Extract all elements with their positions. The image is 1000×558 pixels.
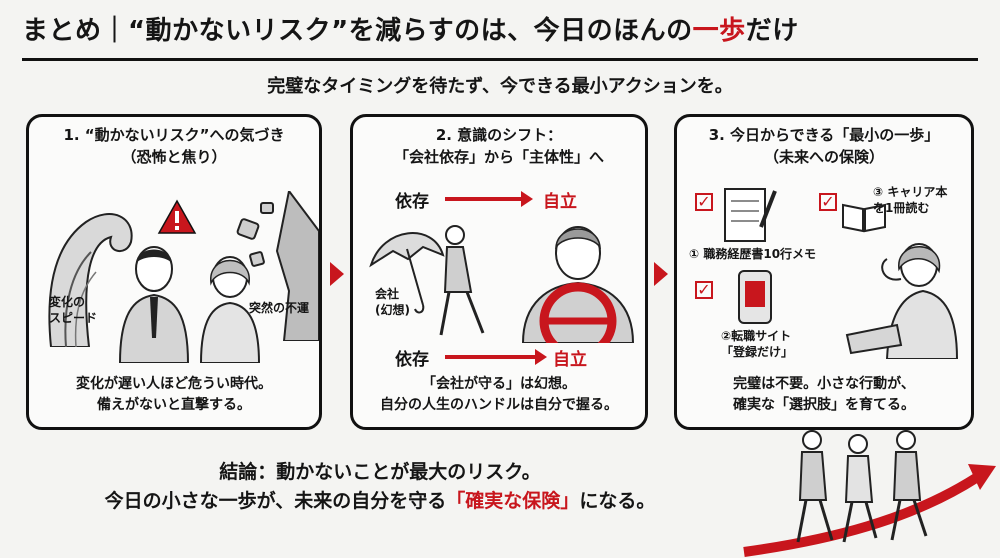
subtitle: 完璧なタイミングを待たず、今できる最小アクションを。 xyxy=(267,76,733,97)
checkbox-icon: ✓ xyxy=(695,193,713,211)
walking-people-illustration xyxy=(743,430,996,557)
title-end: だけ xyxy=(745,16,799,46)
shift-arrow-bottom xyxy=(445,349,547,365)
panel-title: 1. “動かないリスク”への気づき （恐怖と焦り） xyxy=(29,125,319,169)
panel-title-line1: 1. “動かないリスク”への気づき xyxy=(63,126,285,144)
panel-title: 3. 今日からできる「最小の一歩」 （未来への保険） xyxy=(677,125,971,169)
flow-arrow-2 xyxy=(654,262,668,286)
panel-title: 2. 意識のシフト： 「会社依存」から「主体性」へ xyxy=(353,125,645,169)
to-label-bottom: 自立 xyxy=(553,350,587,370)
panel-mindset-shift: 2. 意識のシフト： 「会社依存」から「主体性」へ 依存 自立 会社 (幻想) … xyxy=(350,114,648,430)
shift-arrow-top xyxy=(445,191,533,207)
caption-line1: 「会社が守る」は幻想。 xyxy=(422,376,576,393)
title-highlight: 一歩 xyxy=(692,16,746,46)
caption-line2: 自分の人生のハンドルは自分で握る。 xyxy=(380,396,618,413)
title-divider xyxy=(22,58,978,61)
conclusion-line2-end: になる。 xyxy=(579,490,656,513)
panel-title-line1: 2. 意識のシフト： xyxy=(435,126,563,144)
action-memo-label: ① 職務経歴書10行メモ xyxy=(689,247,817,261)
conclusion-line2-start: 今日の小さな一歩が、未来の自分を守る xyxy=(104,490,447,513)
action-register-label: ②転職サイト 「登録だけ」 xyxy=(721,329,794,359)
notepad-icon xyxy=(724,188,777,242)
label-misfortune: 突然の不運 xyxy=(249,301,310,315)
wave-illustration xyxy=(48,213,133,347)
panel-caption: 「会社が守る」は幻想。 自分の人生のハンドルは自分で握る。 xyxy=(353,374,645,415)
page-title: まとめ｜“動かないリスク”を減らすのは、今日のほんの一歩だけ xyxy=(22,10,982,50)
title-main: まとめ｜“動かないリスク”を減らすのは、今日のほんの xyxy=(22,16,693,46)
checkbox-icon: ✓ xyxy=(819,193,837,211)
conclusion: 結論：動かないことが最大のリスク。 今日の小さな一歩が、未来の自分を守る「確実な… xyxy=(0,458,760,517)
smartphone-icon xyxy=(738,270,772,324)
open-book-icon xyxy=(842,203,886,233)
conclusion-highlight: 「確実な保険」 xyxy=(446,490,580,513)
worried-man-illustration xyxy=(118,246,190,363)
conclusion-line1: 結論：動かないことが最大のリスク。 xyxy=(219,461,541,483)
relaxed-woman-illustration xyxy=(845,243,959,359)
checkbox-icon: ✓ xyxy=(695,281,713,299)
panel-title-line2: （恐怖と焦り） xyxy=(121,147,227,166)
rockfall-illustration xyxy=(236,191,319,341)
warning-icon xyxy=(157,199,197,234)
caption-line2: 確実な「選択肢」を育てる。 xyxy=(733,396,915,413)
worried-woman-illustration xyxy=(199,256,261,363)
panel-caption: 完璧は不要。小さな行動が、 確実な「選択肢」を育てる。 xyxy=(677,374,971,415)
from-label-top: 依存 xyxy=(395,192,429,212)
flow-arrow-1 xyxy=(330,262,344,286)
panel-title-line2: （未来への保険） xyxy=(763,147,884,166)
from-label-bottom: 依存 xyxy=(395,350,429,370)
panel-title-line2: 「会社依存」から「主体性」へ xyxy=(393,147,604,166)
panel-caption: 変化が遅い人ほど危うい時代。 備えがないと直撃する。 xyxy=(29,374,319,415)
company-label: 会社 (幻想) xyxy=(375,287,410,317)
panel-awareness: 1. “動かないリスク”への気づき （恐怖と焦り） 変化の スピード 突然の不運… xyxy=(26,114,322,430)
caption-line1: 完璧は不要。小さな行動が、 xyxy=(733,376,915,393)
caption-line1: 変化が遅い人ほど危うい時代。 xyxy=(76,376,272,393)
panel-title-line1: 3. 今日からできる「最小の一歩」 xyxy=(708,126,940,144)
action-book-label: ③ キャリア本 を1冊読む xyxy=(873,185,948,215)
broken-umbrella-illustration xyxy=(369,225,485,336)
conclusion-line2: 今日の小さな一歩が、未来の自分を守る「確実な保険」になる。 xyxy=(0,487,760,516)
caption-line2: 備えがないと直撃する。 xyxy=(97,396,251,413)
driver-illustration xyxy=(521,226,635,343)
to-label-top: 自立 xyxy=(543,192,577,212)
panel-small-step: 3. 今日からできる「最小の一歩」 （未来への保険） ✓ ① 職務経歴書10行メ… xyxy=(674,114,974,430)
label-speed: 変化の スピード xyxy=(49,295,98,325)
